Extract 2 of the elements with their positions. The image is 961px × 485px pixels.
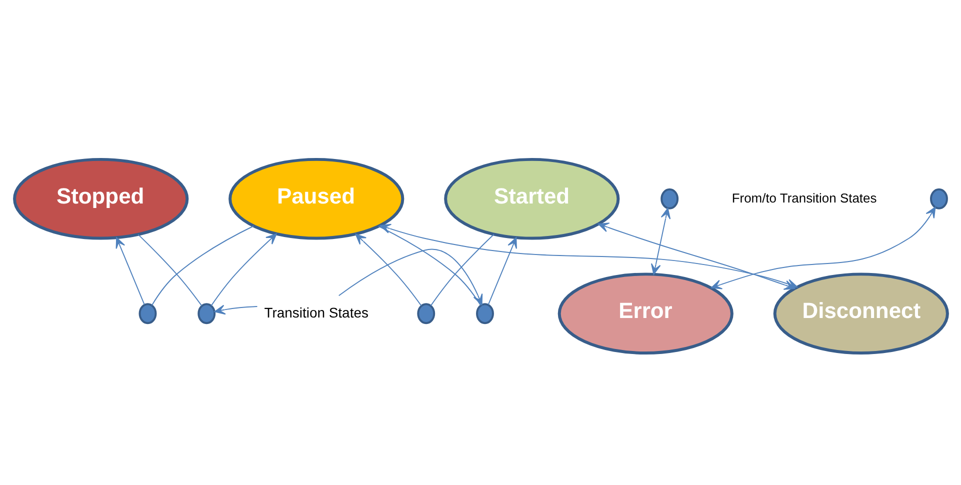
node-text: Transition States — [264, 304, 368, 320]
label: From/to Transition States — [731, 190, 876, 206]
